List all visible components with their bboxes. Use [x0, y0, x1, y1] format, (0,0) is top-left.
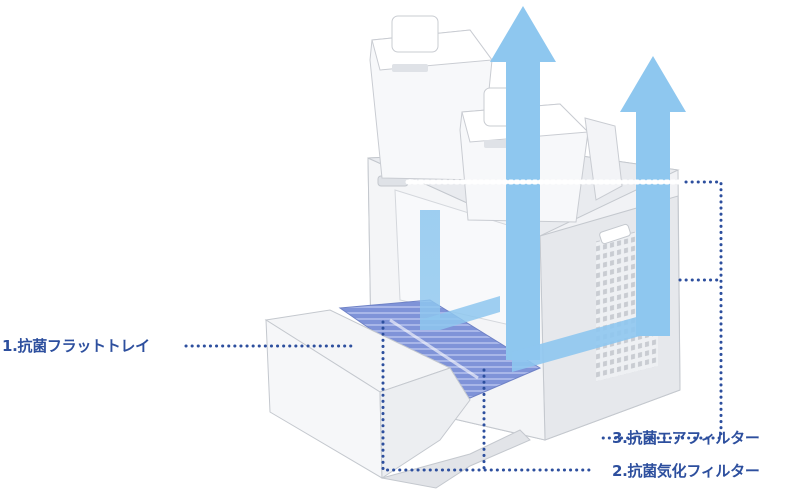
evaporative-filter-label: 2.抗菌気化フィルター	[612, 462, 760, 480]
air-filter-leader-line	[598, 180, 723, 440]
handle-slot	[599, 223, 631, 245]
leader-lines	[184, 180, 723, 472]
tray-label: 1.抗菌フラットトレイ	[2, 337, 150, 355]
up-arrow-icon	[620, 56, 686, 336]
up-arrow-icon	[490, 6, 556, 360]
evaporative-filter-leader-line	[381, 320, 594, 472]
air-filter-label: 3.抗菌エアフィルター	[612, 429, 760, 447]
airflow-path-left	[420, 210, 500, 330]
flat-tray	[264, 309, 531, 489]
airflow-path-right	[512, 316, 640, 372]
